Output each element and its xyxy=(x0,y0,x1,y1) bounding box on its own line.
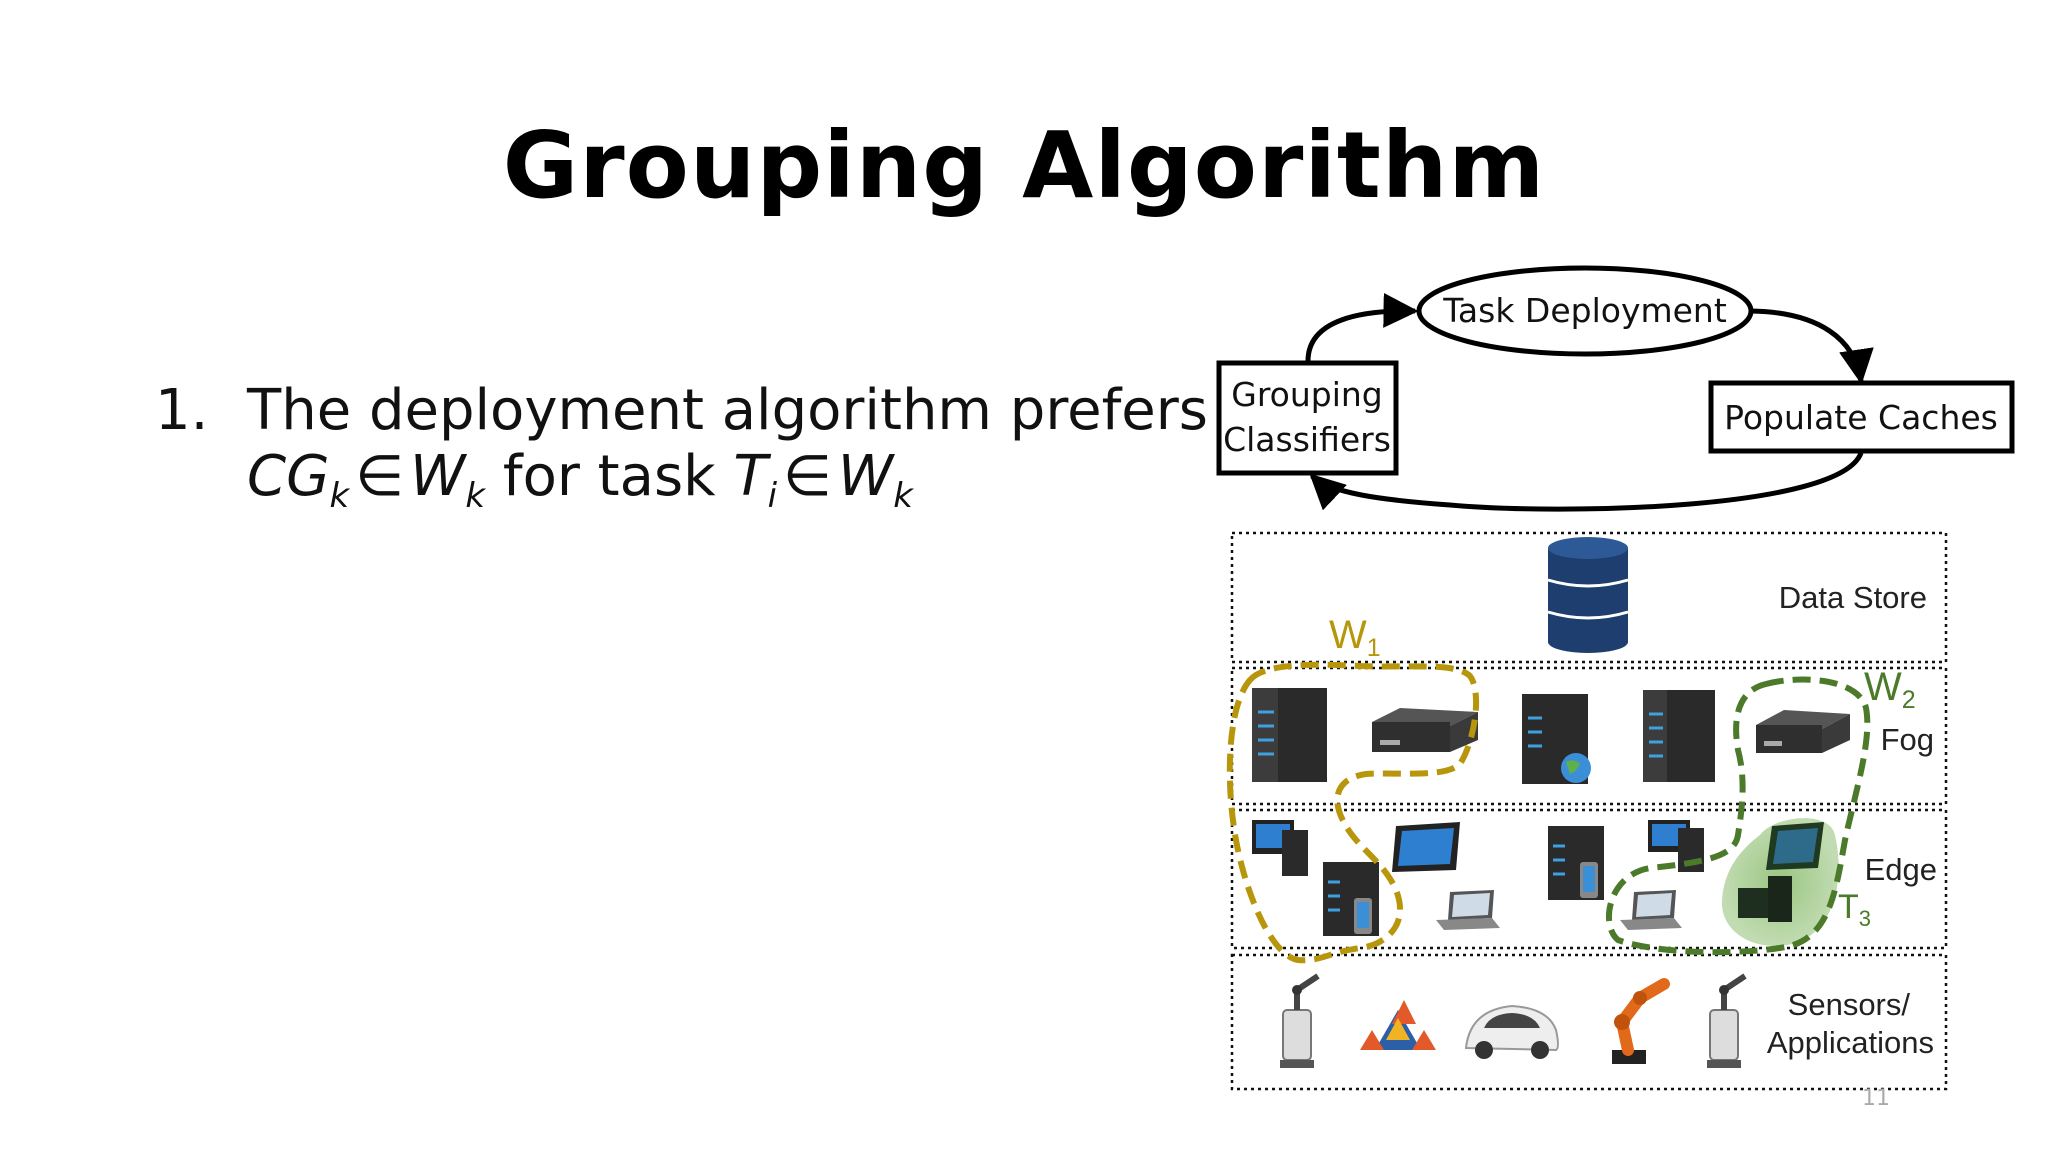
fog-label: Fog xyxy=(1881,722,1934,757)
grouping-label-line1: Grouping xyxy=(1231,375,1383,414)
data-store-label: Data Store xyxy=(1779,580,1927,615)
w2-subscript: 2 xyxy=(1902,686,1916,714)
server-icon xyxy=(1643,690,1715,782)
robot-arm-icon xyxy=(1280,973,1320,1068)
arrow-cache-to-grouping xyxy=(1309,451,1864,512)
sensors-label-line2: Applications xyxy=(1767,1025,1934,1060)
formula-in: ∈ xyxy=(355,444,404,509)
w1-letter: W xyxy=(1329,613,1367,657)
server-icon xyxy=(1252,688,1327,782)
tablet-icon xyxy=(1392,822,1460,872)
server-phone-icon xyxy=(1548,826,1604,900)
edge-layer xyxy=(1230,808,1948,950)
bullet-formula: CGk∈Wk for task Ti∈Wk xyxy=(247,444,913,529)
architecture-diagram: Task Deployment Grouping Classifiers Pop… xyxy=(1216,265,2015,1091)
desktop-icon xyxy=(1252,820,1308,876)
w2-label: W2 xyxy=(1864,665,1916,714)
formula-i: i xyxy=(767,476,778,516)
w2-group-outline xyxy=(1606,676,1871,956)
arrow-deploy-to-cache xyxy=(1750,308,1874,385)
formula-k: k xyxy=(465,476,486,516)
w1-group-outline xyxy=(1226,661,1479,964)
desktop-icon xyxy=(1648,820,1704,872)
w1-label: W1 xyxy=(1329,613,1381,662)
w2-letter: W xyxy=(1864,665,1902,709)
t3-highlight xyxy=(1721,818,1839,946)
t3-label: T3 xyxy=(1838,888,1871,931)
formula-k: k xyxy=(893,476,913,516)
formula-cg: CG xyxy=(247,444,330,509)
robot-arm-icon xyxy=(1707,973,1747,1068)
formula-w: W xyxy=(837,444,894,509)
t3-letter: T xyxy=(1838,888,1859,926)
task-deployment-label: Task Deployment xyxy=(1442,291,1727,330)
formula-in: ∈ xyxy=(783,444,832,509)
industrial-robot-icon xyxy=(1612,978,1670,1064)
bullet-text: The deployment algorithm prefers xyxy=(247,378,1208,443)
formula-k: k xyxy=(329,476,350,516)
rack-server-icon xyxy=(1756,710,1850,753)
laptop-icon xyxy=(1436,890,1500,930)
sensors-label-line1: Sensors/ xyxy=(1788,987,1911,1022)
populate-caches-node xyxy=(1708,380,2015,454)
formula-t: T xyxy=(733,444,768,509)
arrow-grouping-to-deploy xyxy=(1305,292,1419,362)
grouping-classifiers-node xyxy=(1216,360,1399,476)
slide-title: Grouping Algorithm xyxy=(502,112,1546,219)
self-driving-car-icon xyxy=(1464,1004,1559,1059)
sensors-layer xyxy=(1230,953,1948,1091)
bullet-number: 1. xyxy=(155,378,209,443)
server-globe-icon xyxy=(1522,694,1591,784)
formula-w: W xyxy=(409,444,466,509)
rack-server-icon xyxy=(1372,708,1478,752)
database-icon xyxy=(1547,537,1629,653)
w1-subscript: 1 xyxy=(1367,634,1381,662)
laptop-icon xyxy=(1620,890,1682,930)
page-number: 11 xyxy=(1862,1086,1890,1111)
populate-caches-label: Populate Caches xyxy=(1724,398,1998,437)
data-store-layer xyxy=(1230,531,1948,664)
deployment-cycle: Task Deployment Grouping Classifiers Pop… xyxy=(1216,265,2015,512)
server-phone-icon xyxy=(1323,862,1379,936)
app-logo-icon xyxy=(1360,1000,1436,1050)
edge-label: Edge xyxy=(1865,852,1937,887)
formula-for-task: for task xyxy=(502,444,716,509)
t3-subscript: 3 xyxy=(1859,906,1871,931)
grouping-label-line2: Classifiers xyxy=(1223,420,1391,459)
